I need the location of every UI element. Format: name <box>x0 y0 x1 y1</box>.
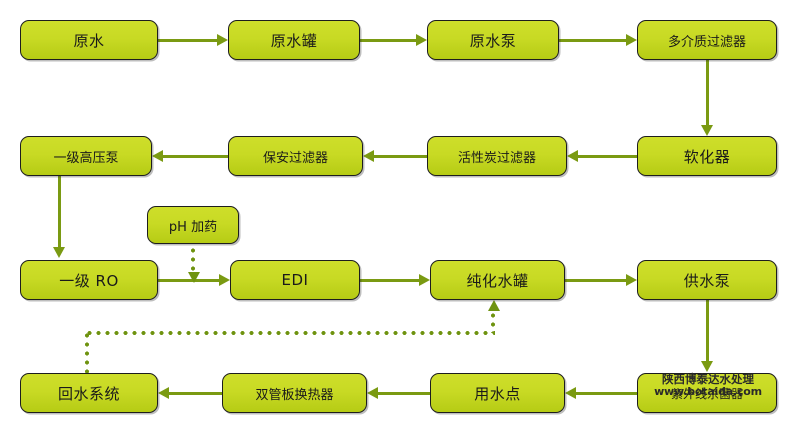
edge-edi-to-purified-tank <box>360 278 420 282</box>
node-multimedia-filter[interactable]: 多介质过滤器 <box>637 20 777 60</box>
arrowhead-purified-tank-to-supply-pump <box>626 273 637 286</box>
node-water-supply-pump[interactable]: 供水泵 <box>637 260 777 300</box>
edge-uv-to-point-of-use <box>576 391 637 395</box>
arrowhead-return-loop-into-purified-tank <box>487 300 500 311</box>
edge-hp-pump-to-ro <box>57 176 61 249</box>
arrowhead-softener-to-carbon <box>567 149 578 162</box>
node-double-tubesheet-heat-exchanger[interactable]: 双管板换热器 <box>222 373 367 413</box>
edge-pump-to-multimedia <box>559 38 627 42</box>
node-softener[interactable]: 软化器 <box>637 136 777 176</box>
node-raw-water-tank[interactable]: 原水罐 <box>228 20 360 60</box>
arrowhead-uv-to-point-of-use <box>565 386 576 399</box>
node-raw-water[interactable]: 原水 <box>20 20 158 60</box>
node-raw-water-pump[interactable]: 原水泵 <box>427 20 559 60</box>
node-ph-dosing[interactable]: pH 加药 <box>147 206 239 244</box>
arrowhead-raw-water-to-tank <box>217 33 228 46</box>
edge-return-loop-horizontal <box>85 331 495 335</box>
edge-multimedia-to-softener <box>705 60 709 127</box>
node-security-filter[interactable]: 保安过滤器 <box>228 136 363 176</box>
arrowhead-security-to-hp-pump <box>152 149 163 162</box>
node-point-of-use[interactable]: 用水点 <box>430 373 565 413</box>
edge-return-loop-riser <box>85 331 89 373</box>
node-activated-carbon-filter[interactable]: 活性炭过滤器 <box>427 136 567 176</box>
arrowhead-tank-to-pump <box>416 33 427 46</box>
arrowhead-carbon-to-security <box>363 149 374 162</box>
edge-security-to-hp-pump <box>163 154 228 158</box>
edge-tank-to-pump <box>360 38 417 42</box>
arrowhead-ro-to-edi <box>219 273 230 286</box>
node-purified-water-tank[interactable]: 纯化水罐 <box>430 260 565 300</box>
edge-softener-to-carbon <box>578 154 637 158</box>
arrowhead-heat-exchanger-to-return-system <box>158 386 169 399</box>
arrowhead-pump-to-multimedia <box>626 33 637 46</box>
edge-return-loop-into-purified-tank <box>491 311 495 333</box>
arrowhead-supply-pump-to-uv <box>700 361 713 372</box>
arrowhead-edi-to-purified-tank <box>419 273 430 286</box>
edge-ph-dosing-to-ro-line <box>191 246 195 274</box>
node-edi[interactable]: EDI <box>230 260 360 300</box>
node-first-stage-hp-pump[interactable]: 一级高压泵 <box>20 136 152 176</box>
edge-point-of-use-to-heat-exchanger <box>378 391 430 395</box>
edge-purified-tank-to-supply-pump <box>565 278 627 282</box>
edge-supply-pump-to-uv <box>705 300 709 363</box>
arrowhead-multimedia-to-softener <box>700 125 713 136</box>
arrowhead-hp-pump-to-ro <box>52 247 65 258</box>
node-return-water-system[interactable]: 回水系统 <box>20 373 158 413</box>
arrowhead-ph-dosing <box>188 272 200 283</box>
edge-carbon-to-security <box>374 154 427 158</box>
arrowhead-point-of-use-to-heat-exchanger <box>367 386 378 399</box>
node-first-stage-ro[interactable]: 一级 RO <box>20 260 158 300</box>
edge-heat-exchanger-to-return-system <box>169 391 222 395</box>
node-uv-sterilizer[interactable]: 紫外线杀菌器 <box>637 373 777 413</box>
edge-raw-water-to-tank <box>158 38 218 42</box>
